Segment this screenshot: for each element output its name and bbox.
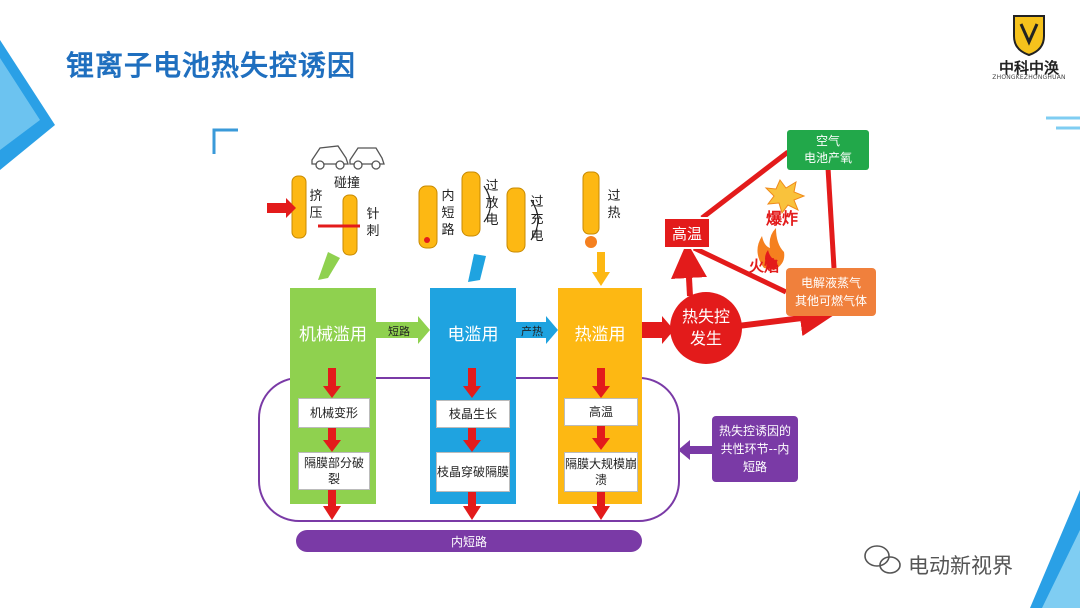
runaway-center-label: 热失控发生 (681, 307, 730, 348)
car-collision-icon (311, 145, 385, 170)
flame-label: 火焰 (749, 257, 780, 275)
battery-overcharge-icon (506, 187, 526, 253)
heat-link-arrow (516, 316, 558, 344)
common-note-text: 热失控诱因的共性环节--内短路 (718, 424, 791, 474)
penetration-label: 针刺 (366, 207, 380, 239)
mechanical-input-arrow (318, 252, 340, 280)
thermal-abuse-label: 热滥用 (574, 325, 626, 345)
mechanical-step-2: 隔膜部分破裂 (298, 452, 370, 490)
explosion-label: 爆炸 (766, 209, 799, 228)
internal-short-bar (296, 530, 642, 552)
crush-arrow (267, 203, 287, 213)
logo-text: 中科中涣 (998, 59, 1059, 77)
explosion-icon (764, 179, 806, 215)
collision-label: 碰撞 (334, 176, 361, 191)
internal-short-label: 内短路 (441, 189, 455, 238)
mechanical-abuse-label: 机械滥用 (299, 325, 367, 345)
electrical-abuse-label: 电滥用 (447, 325, 499, 345)
electrical-step-2: 枝晶穿破隔膜 (436, 452, 510, 492)
runaway-to-hightemp-arrow (671, 242, 707, 297)
bracket-decoration (212, 128, 238, 154)
common-note-box (712, 416, 798, 482)
battery-overheat-icon (582, 171, 600, 248)
heat-link-label: 产热 (521, 325, 543, 338)
overcharge-label: 过充电 (530, 195, 544, 244)
shield-logo-icon (1013, 15, 1045, 56)
gas-label: 电解液蒸气 其他可燃气体 (794, 276, 867, 308)
corner-decoration-right (1030, 490, 1080, 608)
internal-short-bar-label: 内短路 (450, 535, 487, 549)
wechat-watermark-icon (864, 545, 901, 574)
logo-subtext: ZHONGKEZHONGHUAN (992, 74, 1066, 81)
mechanical-step-1: 机械变形 (298, 398, 370, 428)
runaway-to-gas-arrow (737, 300, 836, 337)
note-pointer-arrow (678, 440, 712, 460)
overcharge-curve-arrow (530, 199, 539, 241)
oxygen-label: 空气 电池产氧 (803, 134, 852, 165)
runaway-triangle (692, 150, 837, 295)
battery-internal-short-icon (418, 185, 438, 249)
battery-penetration-icon (318, 194, 360, 256)
battery-overdischarge-icon (461, 171, 481, 237)
to-runaway-arrow (642, 316, 674, 344)
lines-decoration (1046, 116, 1080, 130)
short-link-label: 短路 (388, 325, 410, 338)
runaway-circle (670, 292, 742, 364)
high-temp-label: 高温 (671, 225, 702, 243)
short-link-arrow (376, 316, 430, 344)
process-down-arrows (323, 368, 610, 520)
overdischarge-label: 过放电 (485, 179, 499, 228)
thermal-step-2: 隔膜大规模崩溃 (564, 452, 638, 492)
gas-box (786, 268, 876, 316)
overdischarge-curve-arrow (483, 185, 492, 223)
flame-icon (757, 228, 785, 270)
crush-label: 挤压 (309, 189, 323, 221)
page-title: 锂离子电池热失控诱因 (66, 49, 357, 82)
high-temp-box (663, 217, 711, 249)
overheat-label: 过热 (607, 189, 621, 221)
corner-decoration-left (0, 40, 55, 170)
electrical-step-1: 枝晶生长 (436, 400, 510, 428)
oxygen-box (787, 130, 869, 170)
thermal-input-arrow (592, 252, 610, 286)
thermal-step-1: 高温 (564, 398, 638, 426)
electrical-input-arrow (468, 254, 486, 282)
watermark-text: 电动新视界 (908, 554, 1013, 578)
